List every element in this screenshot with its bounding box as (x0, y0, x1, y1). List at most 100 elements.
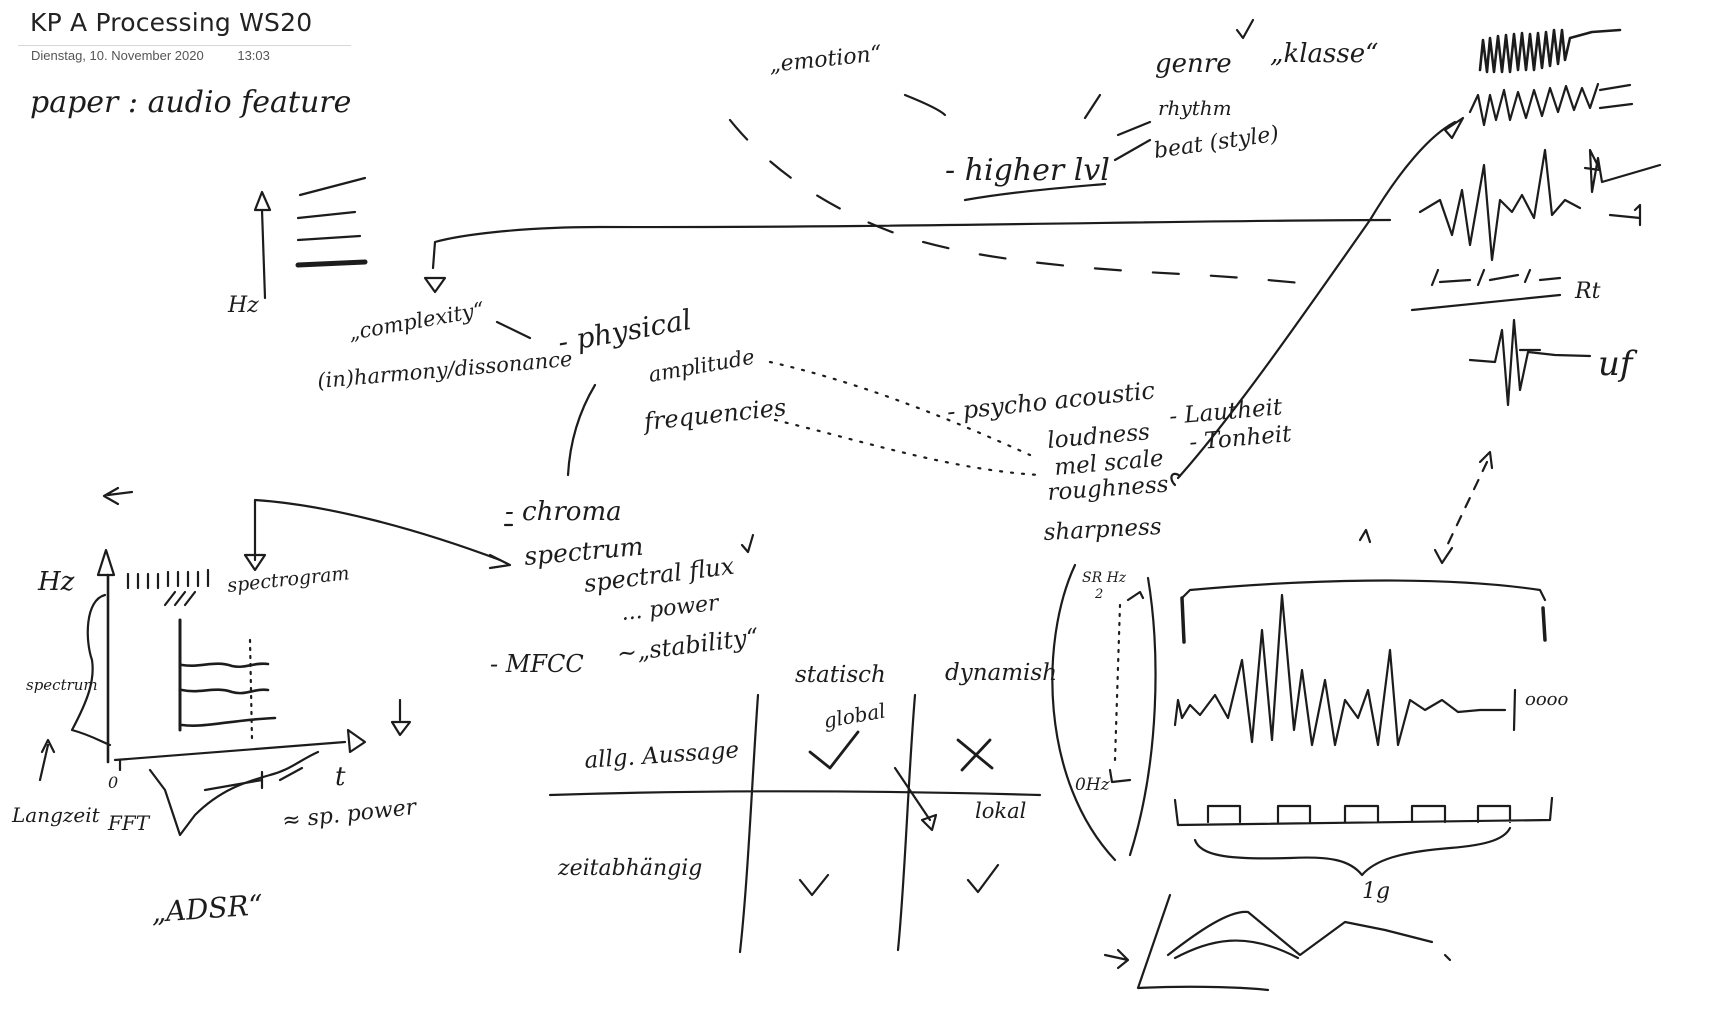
note-psycho-acoustic: - psycho acoustic (946, 376, 1156, 426)
note-oooo: oooo (1525, 689, 1569, 710)
zoom-arrow-top (1478, 450, 1494, 470)
note-rhythm: rhythm (1158, 96, 1232, 120)
note-emotion: „emotion“ (768, 41, 883, 78)
spectrogram-top-ticks (126, 568, 210, 590)
complexity-dash (495, 320, 532, 340)
note-t-axis: t (335, 762, 346, 792)
zoom-waveform-end (1512, 688, 1517, 732)
zoom-box-left (1180, 596, 1186, 644)
table-check-right-lower (966, 863, 1000, 894)
down-arrow-marker (390, 698, 412, 737)
table-vertical-left (738, 693, 760, 954)
note-genre: genre (1155, 49, 1232, 79)
mini-graph-arrow (1103, 948, 1130, 970)
note-fft: FFT (107, 811, 151, 835)
sr-axis-ticks (1108, 590, 1145, 784)
table-diagonal-arrow (893, 766, 932, 822)
spectrogram-hatch (163, 590, 197, 607)
note-dynamisch: dynamish (945, 660, 1057, 686)
higher-lvl-underline (963, 182, 1107, 202)
table-vertical-right (896, 693, 917, 952)
spectrogram-x-arrow (346, 728, 367, 754)
zoom-dashed-link (1443, 460, 1489, 552)
spectrogram-dotted-edge (248, 638, 254, 742)
zoom-box-right (1541, 606, 1547, 642)
emotion-slash (903, 93, 947, 117)
spectrogram-arrow-head (488, 553, 512, 570)
sr-bracket-right (1128, 576, 1157, 857)
sr-axis-dotted (1113, 603, 1122, 762)
note-physical: - physical (555, 303, 693, 359)
note-heading: paper : audio feature (30, 85, 351, 120)
mini-graph-axes (1136, 893, 1270, 992)
spectrum-side-curve (70, 593, 112, 747)
zoom-box-top (1180, 579, 1547, 602)
zoom-waveform (1173, 593, 1507, 747)
page-header: KP A Processing WS20 (30, 8, 312, 37)
note-langzeit: Langzeit (11, 803, 101, 827)
note-chroma: - chroma (505, 497, 622, 527)
spectrogram-bands (180, 662, 277, 727)
note-one-g: 1g (1362, 879, 1390, 904)
note-lokal: lokal (975, 799, 1026, 823)
note-uf: uf (1598, 344, 1638, 384)
spectrogram-y-arrow (96, 548, 116, 577)
genre-check-mark (1235, 18, 1255, 40)
sparse-waveform-right (1583, 148, 1662, 227)
page-time: 13:03 (237, 48, 270, 63)
caret-mark (1358, 528, 1372, 544)
hz-axis-top (260, 208, 267, 300)
mini-graph-tail (1443, 953, 1452, 962)
note-zero: 0 (108, 773, 118, 792)
table-check-global (808, 730, 860, 770)
note-sharpness: sharpness (1043, 514, 1162, 546)
note-amplitude: amplitude (647, 345, 757, 387)
dense-waveform-top (1478, 28, 1622, 74)
note-complexity: „complexity“ (347, 297, 487, 345)
note-zeitabhaengig: zeitabhängig (557, 856, 702, 881)
zoom-frame-ticks (1173, 796, 1554, 827)
note-rt: Rt (1574, 279, 1601, 304)
chroma-link (566, 383, 597, 477)
complexity-connector-arrow (423, 276, 447, 294)
adsr-curve (148, 750, 320, 837)
roughness-connector (1176, 120, 1457, 480)
dense-waveform-second (1468, 82, 1634, 127)
note-stability: ~„stability“ (615, 623, 760, 668)
hz-level-bold (295, 259, 368, 268)
mini-graph-fit (1173, 939, 1300, 960)
mini-graph-curve (1166, 910, 1434, 957)
table-cross-dynamic (956, 738, 994, 772)
note-hz-top: Hz (227, 293, 259, 318)
note-zero-hz: 0Hz (1075, 775, 1111, 795)
spectrogram-down-arrow (243, 553, 267, 572)
adsr-segment-marks (203, 766, 304, 792)
note-mfcc: - MFCC (490, 650, 584, 678)
note-beat: beat (style) (1152, 122, 1280, 164)
note-spectrogram: spectrogram (226, 562, 350, 597)
hz-arrow-top (253, 190, 272, 212)
note-higher-lvl: - higher lvl (945, 153, 1110, 188)
title-divider (18, 45, 351, 46)
note-adsr: „ADSR“ (150, 888, 264, 929)
page-meta: Dienstag, 10. November 2020 13:03 (31, 48, 270, 63)
sparse-waveform (1418, 148, 1582, 262)
spectrogram-arrow-link (253, 498, 502, 562)
roughness-loop (1170, 472, 1182, 487)
note-klasse: „klasse“ (1270, 39, 1378, 69)
onset-marks (1430, 268, 1562, 287)
table-horizontal (548, 790, 1042, 797)
note-statisch: statisch (795, 662, 886, 688)
page-date: Dienstag, 10. November 2020 (31, 48, 204, 63)
note-power: ... power (620, 591, 721, 626)
spectral-flux-check (740, 533, 755, 554)
sr-bracket (1051, 563, 1117, 862)
table-check-left-lower (798, 873, 830, 897)
left-arrow-marker (102, 486, 134, 506)
hz-level-lines (296, 176, 367, 242)
spectrogram-x-axis (113, 740, 347, 762)
roughness-connector-arrow (1443, 116, 1465, 140)
note-global: global (822, 698, 888, 732)
note-sr-hz: SR Hz (1082, 570, 1127, 586)
